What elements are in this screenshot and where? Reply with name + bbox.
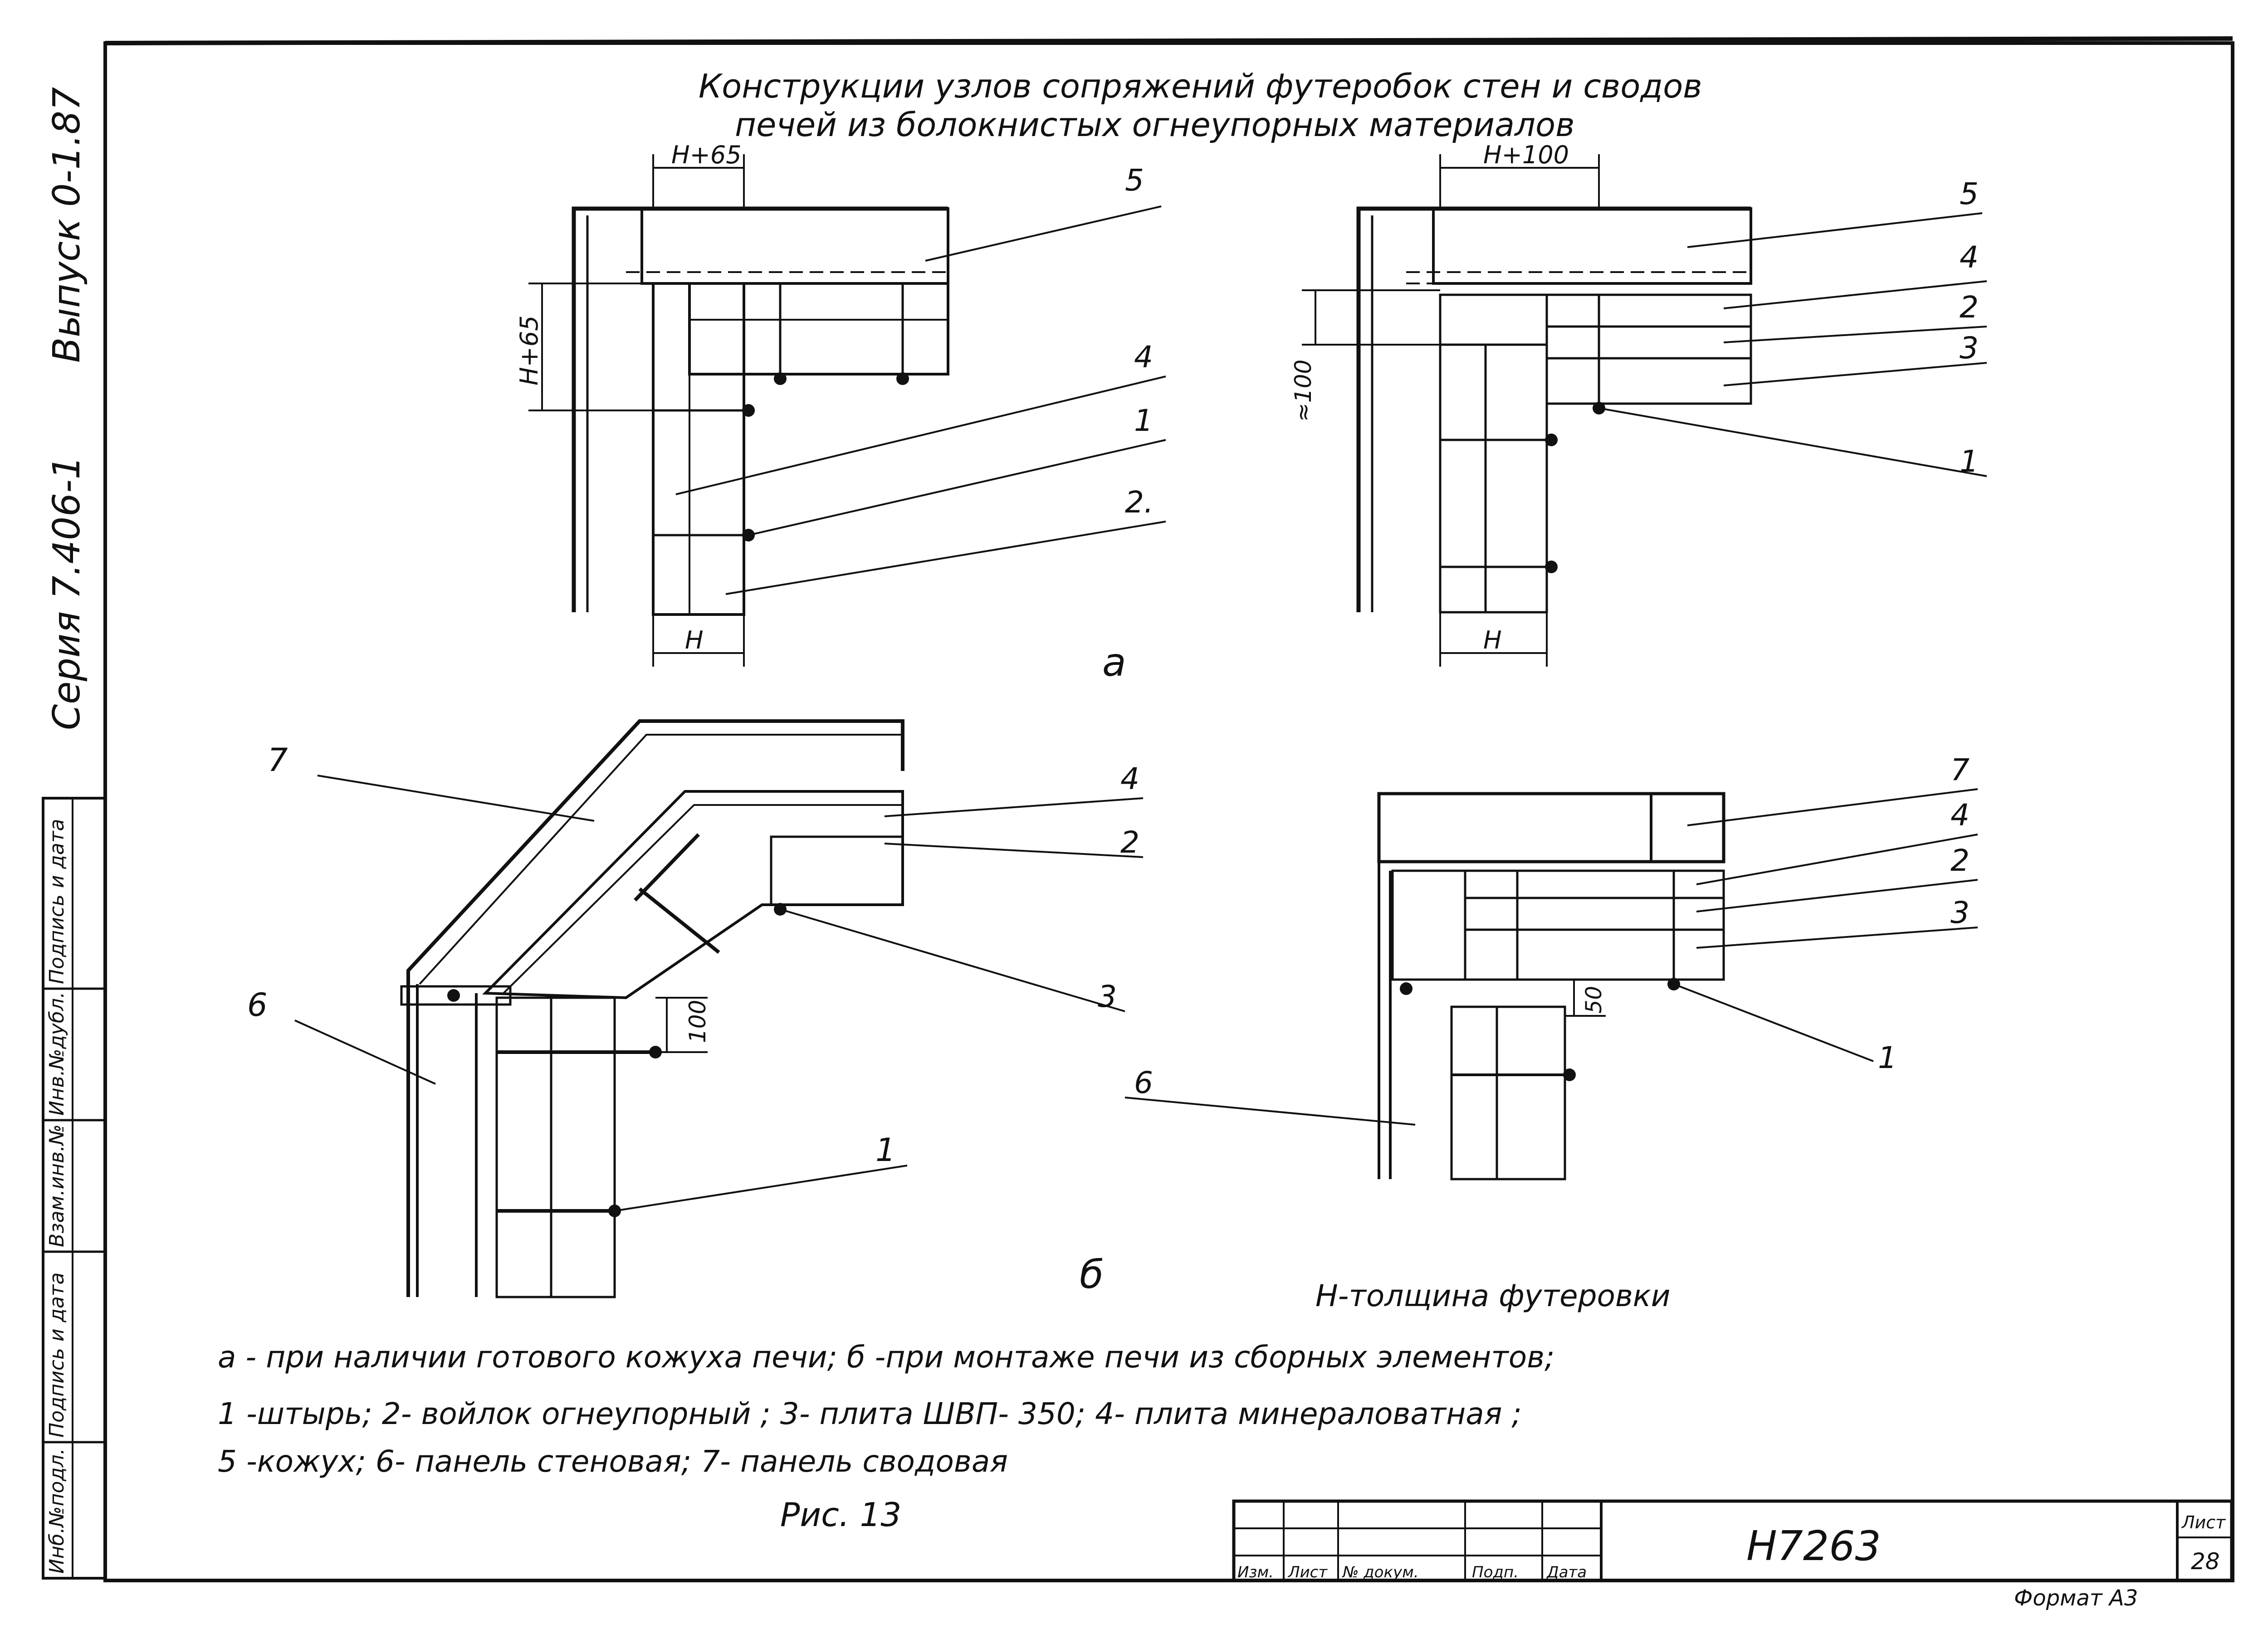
callout-bl-7: 7 [268,741,288,779]
callout-bl-3: 3 [1098,979,1117,1014]
callout-bl-6: 6 [247,986,268,1024]
stamp-repl-inv: Взам.инв.№ [45,1124,68,1247]
pins-top-right [1545,402,1605,573]
diagram-top-left: H+65 H+65 H 5 4 1 2. [515,141,1166,667]
title-line-2: печей из болокнистых огнеупорных материа… [735,106,1575,144]
tb-col-change: Изм. [1237,1563,1274,1581]
callout-br-2: 2 [1950,843,1970,878]
dim-top-right-bottom: H [1483,626,1502,654]
callout-bl-2: 2 [1120,825,1139,860]
diagram-bottom-right: 50 7 4 2 3 1 6 [1124,752,1978,1180]
dim-top-right-side: ≈100 [1290,360,1316,422]
diagram-bottom-left: 100 7 4 2 3 6 1 [247,719,1144,1298]
callout-tr-4: 4 [1960,240,1979,275]
doc-number: Н7263 [1746,1522,1881,1570]
callout-tl-2: 2. [1125,485,1154,520]
callout-br-3: 3 [1950,895,1970,930]
wall-lining [652,282,745,616]
format-label: Формат А3 [2014,1585,2138,1611]
issue-label: Выпуск 0-1.87 [45,87,88,363]
pins-bottom-left [447,903,787,1217]
callout-tr-5: 5 [1960,176,1979,211]
sheet-label: Лист [2181,1512,2226,1532]
side-stamp: Инб.№подл. Подпись и дата Взам.инв.№ Инв… [42,797,107,1580]
stamp-sign-date-2: Подпись и дата [45,819,68,984]
callout-tl-4: 4 [1134,340,1153,375]
dim-bottom-right: 50 [1581,986,1607,1014]
tb-col-doc: № докум. [1342,1563,1419,1581]
tb-col-sheet: Лист [1287,1563,1328,1581]
callout-bl-1: 1 [875,1132,896,1169]
legend-line-3: 5 -кожух; 6- панель стеновая; 7- панель … [218,1444,1008,1479]
stamp-orig-inv: Инб.№подл. [45,1448,68,1574]
legend-thickness: Н-толщина футеровки [1315,1278,1671,1313]
tb-col-date: Дата [1546,1563,1587,1581]
dim-top-left-bottom: H [685,626,704,654]
callout-tr-1: 1 [1960,444,1979,479]
tb-col-sign: Подп. [1472,1563,1519,1581]
legend-line-1: а - при наличии готового кожуха печи; б … [218,1340,1554,1375]
callout-br-1: 1 [1878,1040,1897,1075]
legend: Н-толщина футеровки а - при наличии гото… [218,1278,1671,1534]
legend-line-2: 1 -штырь; 2- войлок огнеупорный ; 3- пли… [218,1396,1522,1431]
drawing-title: Конструкции узлов сопряжений футеробок с… [699,67,1702,144]
stamp-dup-inv: Инв.№дубл. [45,992,68,1116]
dim-top-left-top: H+65 [671,141,742,169]
dim-bottom-left: 100 [684,1000,711,1043]
series-label: Серия 7.406-1 [45,456,88,730]
title-line-1: Конструкции узлов сопряжений футеробок с… [699,67,1702,105]
callout-tl-5: 5 [1125,163,1144,198]
pins-top-left [742,372,909,541]
callout-tl-1: 1 [1134,403,1153,438]
callout-br-7: 7 [1950,752,1970,787]
callout-br-4: 4 [1950,798,1970,833]
title-block: Изм. Лист № докум. Подп. Дата Н7263 Лист… [1232,1499,2234,1611]
sheet-number: 28 [2191,1548,2220,1575]
stamp-sign-date-1: Подпись и дата [45,1273,68,1438]
dim-top-right-top: H+100 [1483,141,1569,169]
margin-labels: Серия 7.406-1 Выпуск 0-1.87 [45,87,88,730]
callout-tr-3: 3 [1960,331,1979,366]
callout-br-6: 6 [1134,1065,1153,1100]
label-b: б [1080,1252,1104,1297]
roof-lining [688,282,949,376]
callout-tr-2: 2 [1960,290,1979,325]
callout-bl-4: 4 [1120,761,1139,796]
dim-top-left-side: H+65 [515,315,543,385]
diagram-top-right: H+100 ≈100 H 5 4 2 3 1 [1290,141,1987,667]
pins-bottom-right [1400,978,1680,1081]
figure-caption: Рис. 13 [780,1496,901,1534]
label-a: а [1102,640,1126,685]
